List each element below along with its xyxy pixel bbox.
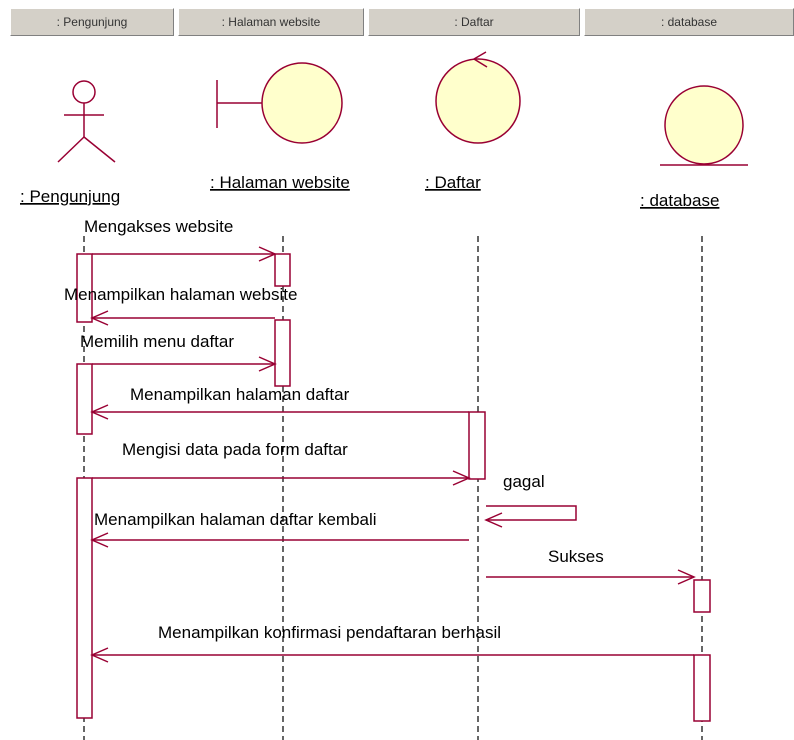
message-label-mengisi-data: Mengisi data pada form daftar (122, 440, 348, 459)
object-label-pengunjung: : Pengunjung (20, 187, 120, 206)
message-arrow-memilih-menu[interactable] (92, 356, 277, 372)
message-label-menampilkan-kembali: Menampilkan halaman daftar kembali (94, 510, 377, 529)
activation-halaman-1[interactable] (274, 253, 291, 287)
activation-pengunjung-3[interactable] (76, 477, 93, 719)
message-arrow-menampilkan-halaman-daftar[interactable] (90, 404, 469, 420)
message-label-menampilkan-halaman-website: Menampilkan halaman website (64, 285, 297, 304)
activation-halaman-2[interactable] (274, 319, 291, 387)
activation-pengunjung-2[interactable] (76, 363, 93, 435)
actor-figure-icon[interactable] (57, 80, 116, 163)
message-label-mengakses: Mengakses website (84, 217, 233, 236)
message-arrow-mengakses[interactable] (92, 246, 277, 262)
column-header-halaman-website[interactable]: : Halaman website (178, 8, 364, 36)
boundary-object-icon[interactable] (216, 62, 343, 144)
message-arrow-sukses[interactable] (486, 569, 696, 585)
activation-database-1[interactable] (693, 579, 711, 613)
column-header-daftar[interactable]: : Daftar (368, 8, 580, 36)
message-label-menampilkan-halaman-daftar: Menampilkan halaman daftar (130, 385, 350, 404)
object-label-database: : database (640, 191, 719, 210)
control-object-icon[interactable] (435, 51, 521, 144)
message-arrow-menampilkan-kembali[interactable] (90, 532, 469, 548)
message-arrow-menampilkan-halaman-website[interactable] (90, 310, 275, 326)
message-arrow-konfirmasi[interactable] (90, 647, 694, 663)
column-header-pengunjung[interactable]: : Pengunjung (10, 8, 174, 36)
object-label-halaman-website: : Halaman website (210, 173, 350, 192)
entity-object-icon[interactable] (660, 85, 748, 166)
message-arrow-mengisi-data[interactable] (92, 470, 471, 486)
message-label-memilih-menu: Memilih menu daftar (80, 332, 234, 351)
message-label-konfirmasi: Menampilkan konfirmasi pendaftaran berha… (158, 623, 501, 642)
activation-database-2[interactable] (693, 654, 711, 722)
object-label-daftar: : Daftar (425, 173, 481, 192)
message-arrow-gagal[interactable] (484, 505, 577, 528)
activation-daftar-1[interactable] (468, 411, 486, 480)
column-header-bar: : Pengunjung : Halaman website : Daftar … (0, 0, 794, 40)
activation-pengunjung-1[interactable] (76, 253, 93, 323)
message-label-sukses: Sukses (548, 547, 604, 566)
message-label-gagal: gagal (503, 472, 545, 491)
